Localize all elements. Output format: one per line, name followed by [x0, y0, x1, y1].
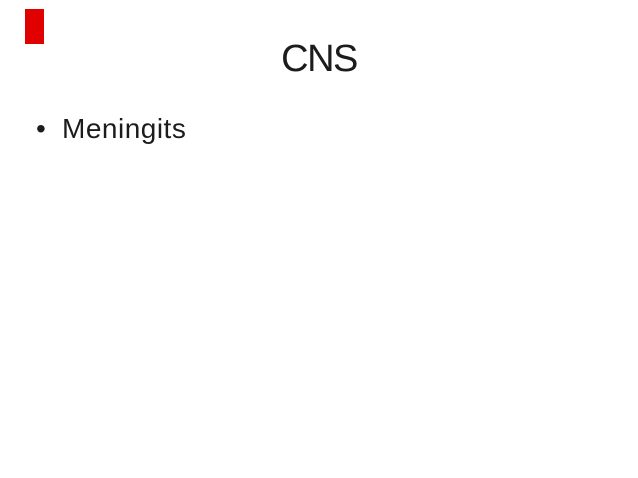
- red-rectangle-marker: [25, 9, 44, 44]
- slide-title: CNS: [281, 38, 358, 80]
- bullet-text: Meningits: [62, 113, 187, 144]
- bullet-item: • Meningits: [36, 112, 186, 146]
- bullet-marker: •: [36, 113, 46, 144]
